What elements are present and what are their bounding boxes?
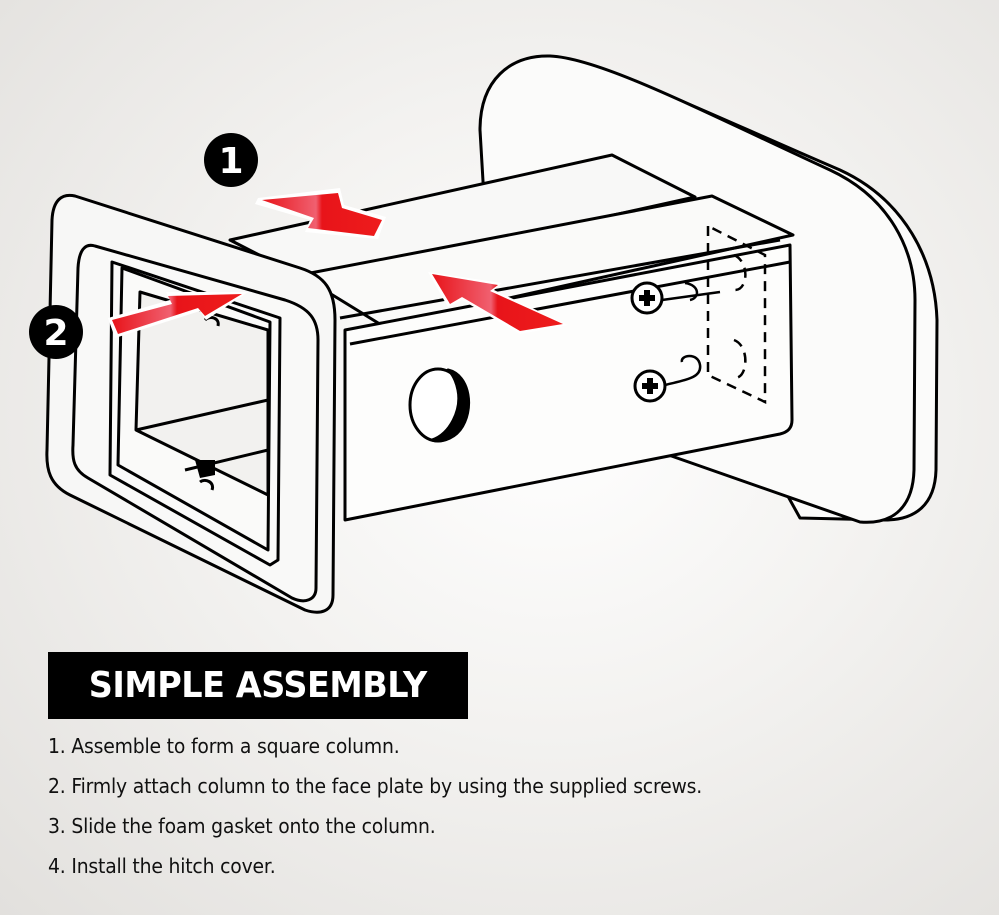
callout-2-number: 2 xyxy=(43,313,68,354)
section-title-box: SIMPLE ASSEMBLY xyxy=(48,652,468,719)
callout-2-badge: 2 xyxy=(29,305,83,359)
assembly-illustration: 1 2 xyxy=(29,54,939,614)
hidden-bracket xyxy=(706,224,767,404)
section-title: SIMPLE ASSEMBLY xyxy=(88,665,427,706)
step-item: 4. Install the hitch cover. xyxy=(48,854,276,878)
square-column xyxy=(228,153,795,522)
screw-top xyxy=(630,281,721,315)
callout-1-number: 1 xyxy=(218,141,243,182)
arrow-3 xyxy=(428,272,568,334)
assembly-steps-list: 1. Assemble to form a square column. 2. … xyxy=(48,731,744,891)
step-item: 2. Firmly attach column to the face plat… xyxy=(48,774,703,798)
callout-1-badge: 1 xyxy=(204,133,258,187)
step-item: 3. Slide the foam gasket onto the column… xyxy=(48,814,436,838)
screw-bottom xyxy=(633,354,702,403)
arrow-1 xyxy=(255,188,386,239)
arrow-2 xyxy=(108,292,248,338)
step-item: 1. Assemble to form a square column. xyxy=(48,734,400,758)
hitch-cover-frame xyxy=(45,193,337,614)
